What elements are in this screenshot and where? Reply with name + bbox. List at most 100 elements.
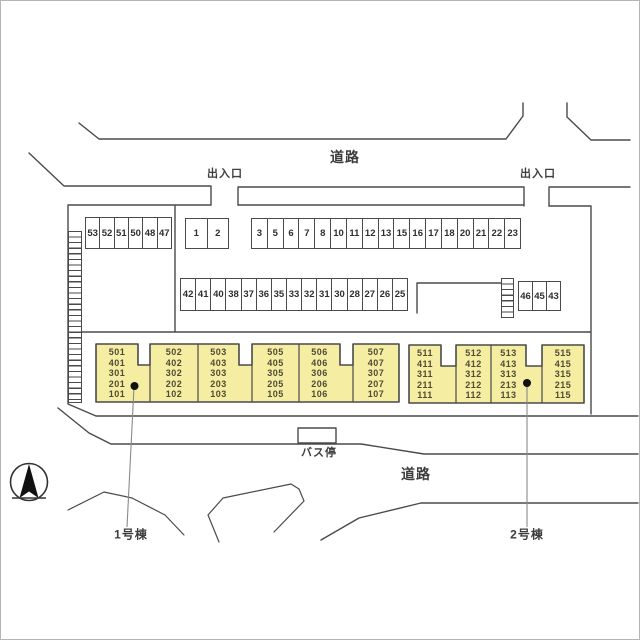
parking-space-15: 15	[394, 219, 411, 248]
room-number-405: 405	[267, 357, 284, 368]
parking-space-31: 31	[317, 279, 333, 310]
room-number-306: 306	[311, 368, 328, 378]
room-number-303: 303	[210, 368, 227, 378]
room-number-115: 115	[554, 390, 572, 400]
parking-space-47: 47	[159, 227, 170, 239]
parking-space-33: 33	[287, 279, 303, 310]
room-number-206: 206	[311, 378, 328, 389]
room-number-102: 102	[165, 389, 183, 399]
parking-space-10: 10	[331, 219, 347, 248]
compass-north-icon	[9, 462, 49, 502]
room-number-311: 311	[416, 369, 434, 379]
parking-space-35: 35	[272, 279, 287, 310]
parking-space-7: 7	[299, 219, 316, 248]
room-number-506: 506	[311, 347, 328, 357]
stairs-hatch-left	[68, 231, 82, 403]
room-number-112: 112	[465, 390, 482, 400]
parking-space-16: 16	[410, 219, 427, 248]
room-number-201: 201	[108, 378, 126, 389]
walkway-edge	[416, 282, 502, 314]
parking-space-3: 3	[252, 219, 268, 248]
parking-space-27: 27	[363, 279, 378, 310]
parking-space-1: 1	[186, 219, 208, 248]
room-number-403: 403	[210, 357, 227, 368]
room-number-407: 407	[367, 357, 385, 368]
parking-space-40: 40	[211, 279, 227, 310]
road-top-lower-edge-mid	[237, 186, 525, 207]
room-number-207: 207	[367, 378, 385, 389]
road-top-lower-edge-left	[28, 152, 212, 206]
site-boundary	[67, 204, 592, 417]
room-number-313: 313	[500, 369, 517, 379]
parking-space-53: 53	[86, 218, 101, 248]
building2-reference-dot	[523, 379, 531, 387]
room-number-507: 507	[367, 347, 385, 357]
parking-space-50: 50	[129, 218, 144, 248]
entrance-label-left: 出入口	[207, 168, 243, 180]
parking-space-11: 11	[347, 219, 363, 248]
room-number-513: 513	[500, 348, 517, 358]
room-number-305: 305	[267, 368, 284, 378]
terrain-contour-mid	[207, 483, 305, 543]
parking-space-6: 6	[284, 219, 300, 248]
room-number-205: 205	[267, 378, 284, 389]
building1-outline	[95, 343, 400, 403]
parking-space-38: 38	[226, 279, 242, 310]
parking-space-36: 36	[257, 279, 272, 310]
room-number-502: 502	[165, 347, 183, 357]
room-number-411: 411	[416, 358, 434, 369]
parking-space-26: 26	[378, 279, 393, 310]
room-number-503: 503	[210, 347, 227, 357]
room-number-301: 301	[108, 368, 126, 378]
road-top-lower-edge-right	[548, 186, 631, 207]
room-number-415: 415	[554, 358, 572, 369]
parking-space-45: 45	[533, 282, 547, 310]
room-number-515: 515	[554, 348, 572, 358]
parking-space-42: 42	[181, 279, 197, 310]
building1-reference-dot	[130, 382, 139, 390]
room-number-307: 307	[367, 368, 385, 378]
room-number-402: 402	[165, 357, 183, 368]
parking-space-8: 8	[315, 219, 332, 248]
road-top-upper-edge	[78, 102, 524, 140]
room-number-215: 215	[554, 379, 572, 390]
room-number-211: 211	[416, 379, 434, 390]
parking-space-18: 18	[442, 219, 458, 248]
road-top-branch-right	[566, 102, 631, 141]
parking-space-2: 2	[215, 228, 221, 239]
room-number-111: 111	[417, 390, 433, 400]
parking-space-46: 46	[519, 282, 533, 310]
parking-space-41: 41	[196, 279, 212, 310]
room-number-106: 106	[311, 389, 328, 399]
parking-space-37: 37	[242, 279, 257, 310]
room-number-105: 105	[267, 389, 284, 399]
parking-space-48: 48	[143, 218, 158, 248]
room-number-412: 412	[465, 358, 482, 369]
parking-space-28: 28	[348, 279, 363, 310]
parking-space-17: 17	[426, 219, 442, 248]
room-number-101: 101	[108, 389, 126, 399]
room-number-413: 413	[500, 358, 517, 369]
entrance-label-right: 出入口	[520, 168, 556, 180]
building1-leader-line	[126, 386, 135, 528]
parking-space-23: 23	[507, 228, 518, 239]
parking-space-30: 30	[332, 279, 348, 310]
building2-unit-dividers	[455, 345, 543, 403]
parking-space-32: 32	[302, 279, 318, 310]
parking-space-21: 21	[474, 219, 490, 248]
parking-space-12: 12	[363, 219, 379, 248]
room-number-512: 512	[465, 348, 482, 358]
